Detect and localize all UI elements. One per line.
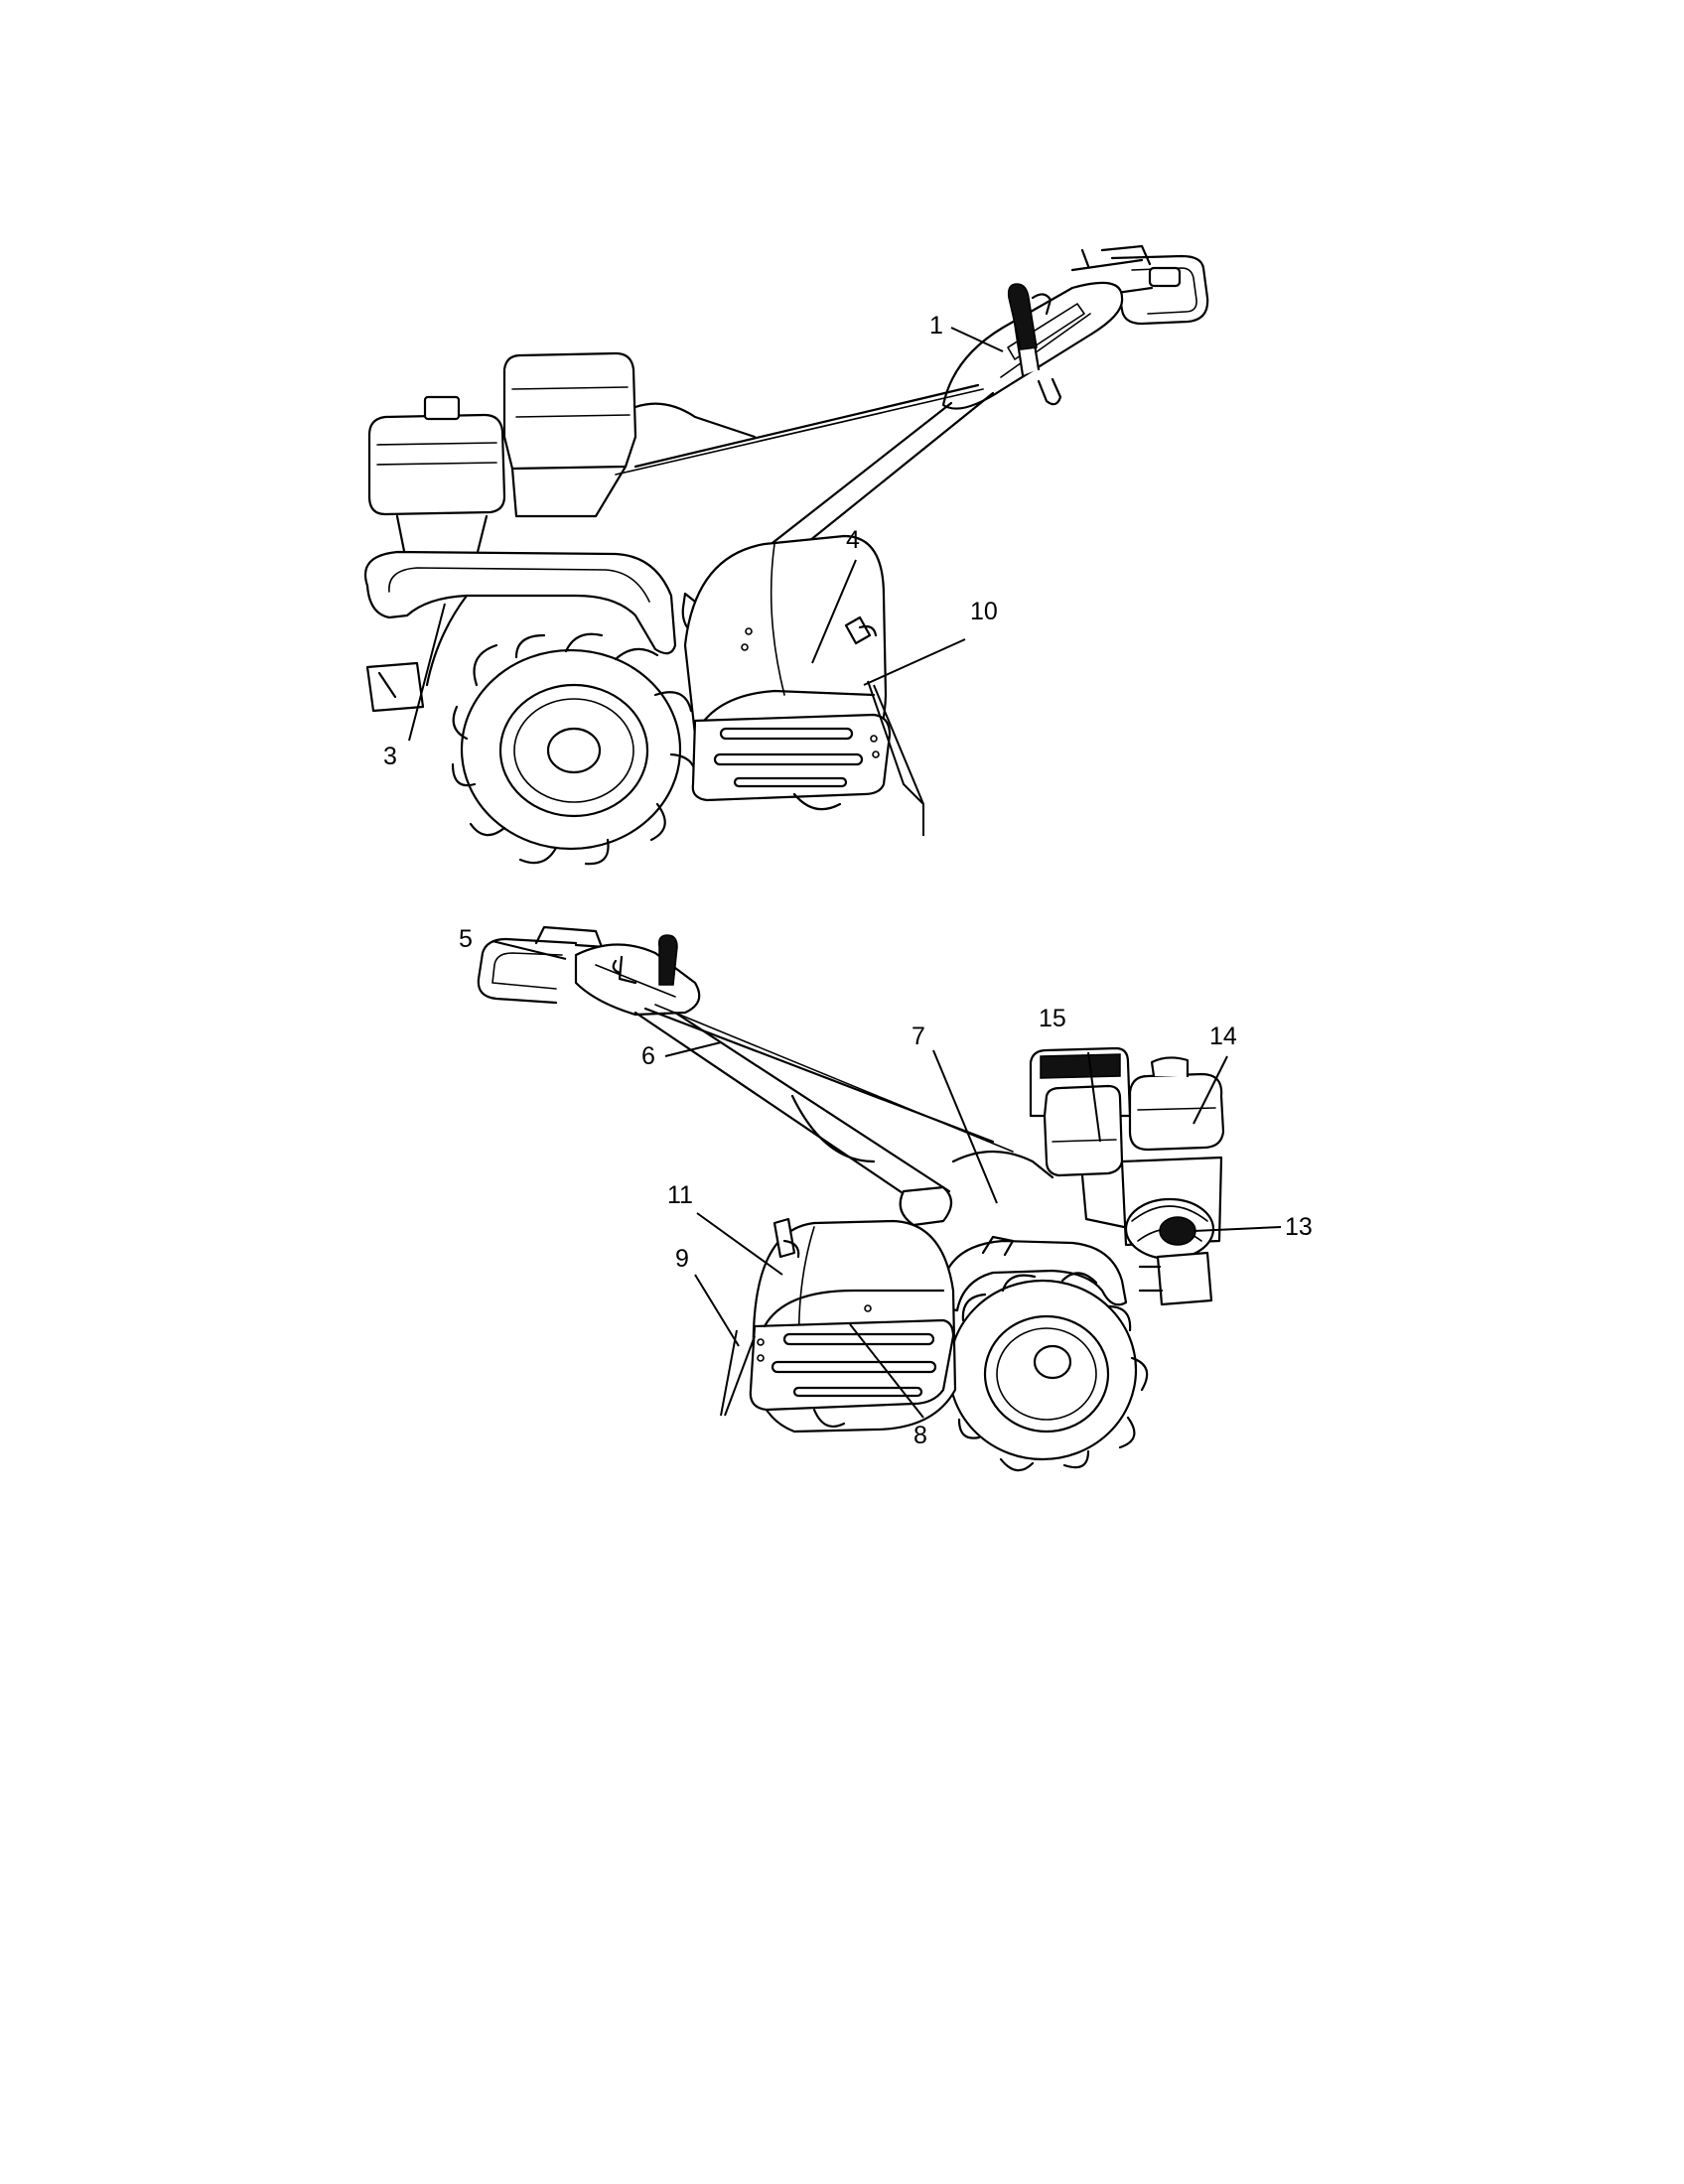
engine xyxy=(951,1046,1225,1261)
callout-4: 4 xyxy=(846,526,860,554)
tine-hood xyxy=(683,534,892,811)
callout-15: 15 xyxy=(1039,1005,1066,1032)
tiller-right-side-view: 5 6 15 14 7 11 13 9 8 xyxy=(459,925,1313,1472)
callout-6: 6 xyxy=(641,1042,655,1070)
callout-8: 8 xyxy=(913,1422,927,1449)
callout-1: 1 xyxy=(929,312,943,340)
engine xyxy=(367,351,757,558)
wheel-fender xyxy=(941,1235,1128,1312)
callout-9: 9 xyxy=(675,1245,689,1273)
wheel xyxy=(451,632,697,866)
wheel-fender xyxy=(364,550,677,687)
tine-hood xyxy=(749,1217,957,1433)
callout-14: 14 xyxy=(1209,1023,1237,1050)
callout-5: 5 xyxy=(459,925,473,953)
callout-3: 3 xyxy=(383,743,397,770)
tiller-left-side-view: 1 4 10 3 xyxy=(364,244,1209,866)
handle-bar xyxy=(633,1004,1014,1227)
handle-plate xyxy=(941,281,1124,410)
front-bracket xyxy=(365,661,425,713)
leader-lines xyxy=(408,327,1004,836)
handle-plate xyxy=(574,934,701,1017)
callout-13: 13 xyxy=(1285,1213,1313,1241)
callout-7: 7 xyxy=(912,1023,925,1050)
front-bracket xyxy=(1138,1251,1213,1306)
leader-lines xyxy=(491,940,1282,1419)
callout-11: 11 xyxy=(667,1181,693,1209)
callout-10: 10 xyxy=(970,598,998,625)
